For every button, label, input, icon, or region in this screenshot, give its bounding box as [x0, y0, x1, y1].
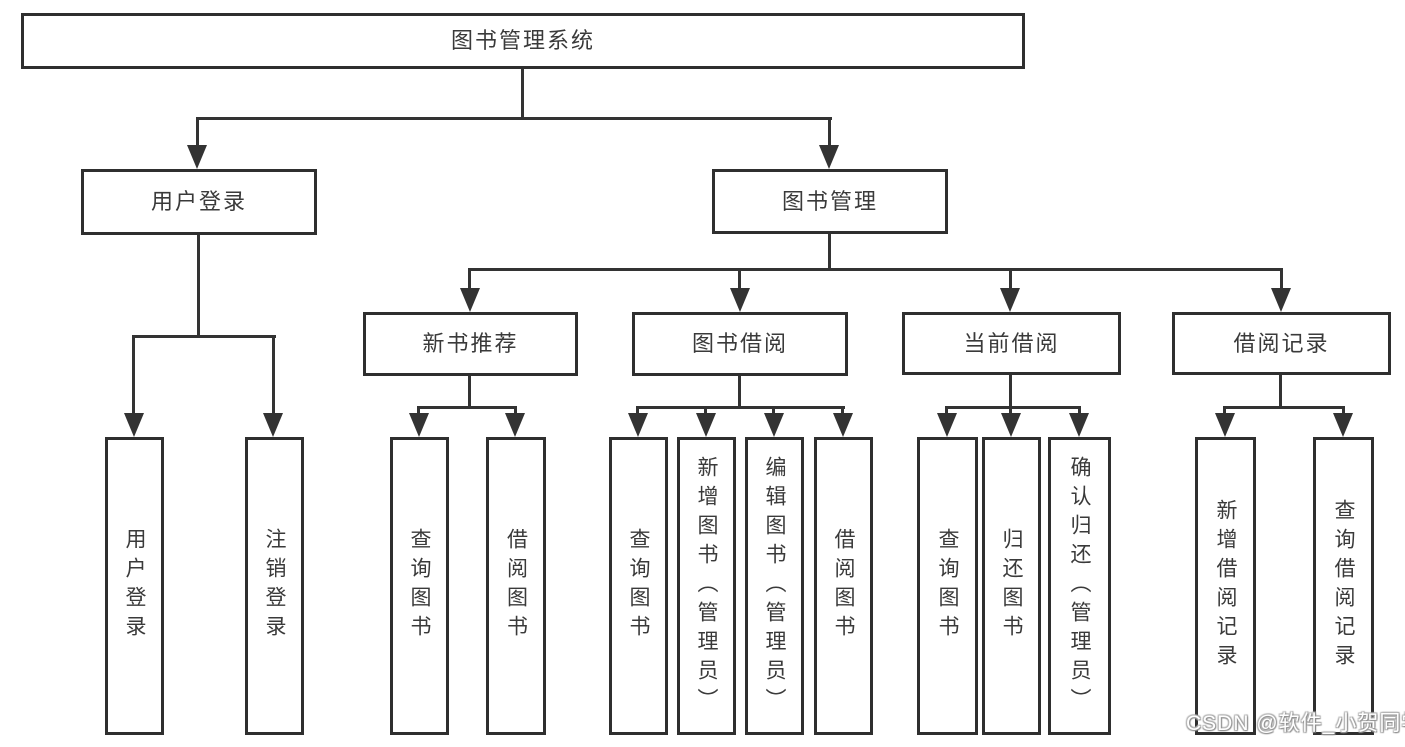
- arrowhead-cb-return: [1001, 413, 1021, 437]
- node-root: 图书管理系统: [21, 13, 1025, 69]
- node-nbr-borrow: 借阅图书: [486, 437, 546, 735]
- arrowhead-cb-query: [937, 413, 957, 437]
- arrowhead-current-borrow: [1000, 288, 1020, 312]
- node-bb-add-label: 新增图书（管理员）: [695, 455, 718, 717]
- node-nbr-query-label: 查询图书: [408, 528, 431, 644]
- connector-user-login-stem: [197, 234, 200, 338]
- arrowhead-nbr-borrow: [505, 413, 525, 437]
- node-new-book-rec: 新书推荐: [363, 312, 578, 376]
- node-login: 用户登录: [105, 437, 164, 735]
- node-cb-query: 查询图书: [917, 437, 978, 735]
- connector-borrow-record-drop: [1280, 268, 1283, 295]
- connector-bb-edit-drop: [772, 406, 775, 418]
- node-bb-borrow: 借阅图书: [814, 437, 873, 735]
- node-bb-add: 新增图书（管理员）: [677, 437, 736, 735]
- connector-br-children-horizontal: [1223, 406, 1345, 409]
- node-borrow-record: 借阅记录: [1172, 312, 1391, 375]
- node-cb-return-label: 归还图书: [1000, 528, 1023, 644]
- arrowhead-cb-confirm: [1069, 413, 1089, 437]
- connector-level2-horizontal: [196, 117, 832, 120]
- arrowhead-borrow-record: [1271, 288, 1291, 312]
- node-current-borrow: 当前借阅: [902, 312, 1121, 375]
- arrowhead-br-query: [1333, 413, 1353, 437]
- node-cb-query-label: 查询图书: [936, 528, 959, 644]
- connector-current-borrow-drop: [1009, 268, 1012, 295]
- connector-nbr-children-horizontal: [417, 406, 517, 409]
- node-nbr-borrow-label: 借阅图书: [504, 528, 528, 644]
- connector-login-drop: [132, 335, 135, 418]
- connector-current-borrow-stem: [1009, 375, 1012, 409]
- connector-root-stem: [521, 68, 524, 120]
- connector-book-borrow-drop: [738, 268, 741, 295]
- connector-user-login-drop: [196, 117, 199, 150]
- node-br-query-label: 查询借阅记录: [1332, 499, 1355, 673]
- node-bb-edit: 编辑图书（管理员）: [745, 437, 804, 735]
- node-nbr-query: 查询图书: [390, 437, 449, 735]
- connector-nbr-query-drop: [417, 406, 420, 418]
- node-book-borrow: 图书借阅: [632, 312, 848, 376]
- node-br-add: 新增借阅记录: [1195, 437, 1256, 735]
- arrowhead-bb-borrow: [833, 413, 853, 437]
- connector-new-book-rec-stem: [468, 375, 471, 409]
- node-book-borrow-label: 图书借阅: [691, 331, 788, 356]
- node-book-mgmt: 图书管理: [712, 169, 948, 234]
- connector-bb-borrow-drop: [841, 406, 844, 418]
- node-br-query: 查询借阅记录: [1313, 437, 1374, 735]
- connector-nbr-borrow-drop: [514, 406, 517, 418]
- arrowhead-bb-add: [696, 413, 716, 437]
- arrowhead-bb-query: [628, 413, 648, 437]
- connector-br-add-drop: [1223, 406, 1226, 418]
- node-bb-borrow-label: 借阅图书: [832, 528, 855, 644]
- connector-user-login-children-horizontal: [132, 335, 276, 338]
- connector-cb-children-horizontal: [945, 406, 1081, 409]
- node-current-borrow-label: 当前借阅: [963, 330, 1060, 356]
- node-bb-edit-label: 编辑图书（管理员）: [763, 455, 786, 717]
- node-book-mgmt-label: 图书管理: [781, 188, 878, 214]
- node-bb-query: 查询图书: [609, 437, 668, 735]
- connector-br-query-drop: [1342, 406, 1345, 418]
- node-user-login: 用户登录: [81, 169, 317, 235]
- node-br-add-label: 新增借阅记录: [1214, 499, 1237, 673]
- connector-book-mgmt-drop: [828, 117, 831, 150]
- connector-book-mgmt-stem: [828, 233, 831, 271]
- connector-book-borrow-stem: [738, 376, 741, 409]
- connector-borrow-record-stem: [1279, 375, 1282, 409]
- arrowhead-login: [124, 413, 144, 437]
- connector-bb-add-drop: [704, 406, 707, 418]
- node-logout-label: 注销登录: [263, 528, 286, 644]
- arrowhead-new-book-rec: [460, 288, 480, 312]
- connector-new-book-rec-drop: [468, 268, 471, 295]
- node-root-label: 图书管理系统: [450, 28, 595, 53]
- node-borrow-record-label: 借阅记录: [1233, 330, 1330, 356]
- arrowhead-user-login: [187, 145, 207, 169]
- arrowhead-book-borrow: [730, 288, 750, 312]
- arrowhead-br-add: [1215, 413, 1235, 437]
- node-login-label: 用户登录: [123, 528, 146, 644]
- connector-cb-confirm-drop: [1078, 406, 1081, 418]
- connector-cb-query-drop: [945, 406, 948, 418]
- connector-level3-horizontal: [468, 268, 1283, 271]
- node-cb-confirm-label: 确认归还（管理员）: [1068, 455, 1091, 717]
- arrowhead-book-mgmt: [819, 145, 839, 169]
- arrowhead-bb-edit: [764, 413, 784, 437]
- node-logout: 注销登录: [245, 437, 304, 735]
- node-user-login-label: 用户登录: [150, 189, 247, 214]
- node-new-book-rec-label: 新书推荐: [422, 331, 519, 356]
- connector-bb-query-drop: [636, 406, 639, 418]
- node-cb-return: 归还图书: [982, 437, 1041, 735]
- node-bb-query-label: 查询图书: [627, 528, 650, 644]
- connector-bb-children-horizontal: [636, 406, 845, 409]
- connector-cb-return-drop: [1009, 406, 1012, 418]
- connector-logout-drop: [272, 335, 275, 418]
- arrowhead-nbr-query: [409, 413, 429, 437]
- csdn-watermark: CSDN @软件_小贺同学: [1186, 712, 1405, 735]
- arrowhead-logout: [263, 413, 283, 437]
- node-cb-confirm: 确认归还（管理员）: [1048, 437, 1111, 735]
